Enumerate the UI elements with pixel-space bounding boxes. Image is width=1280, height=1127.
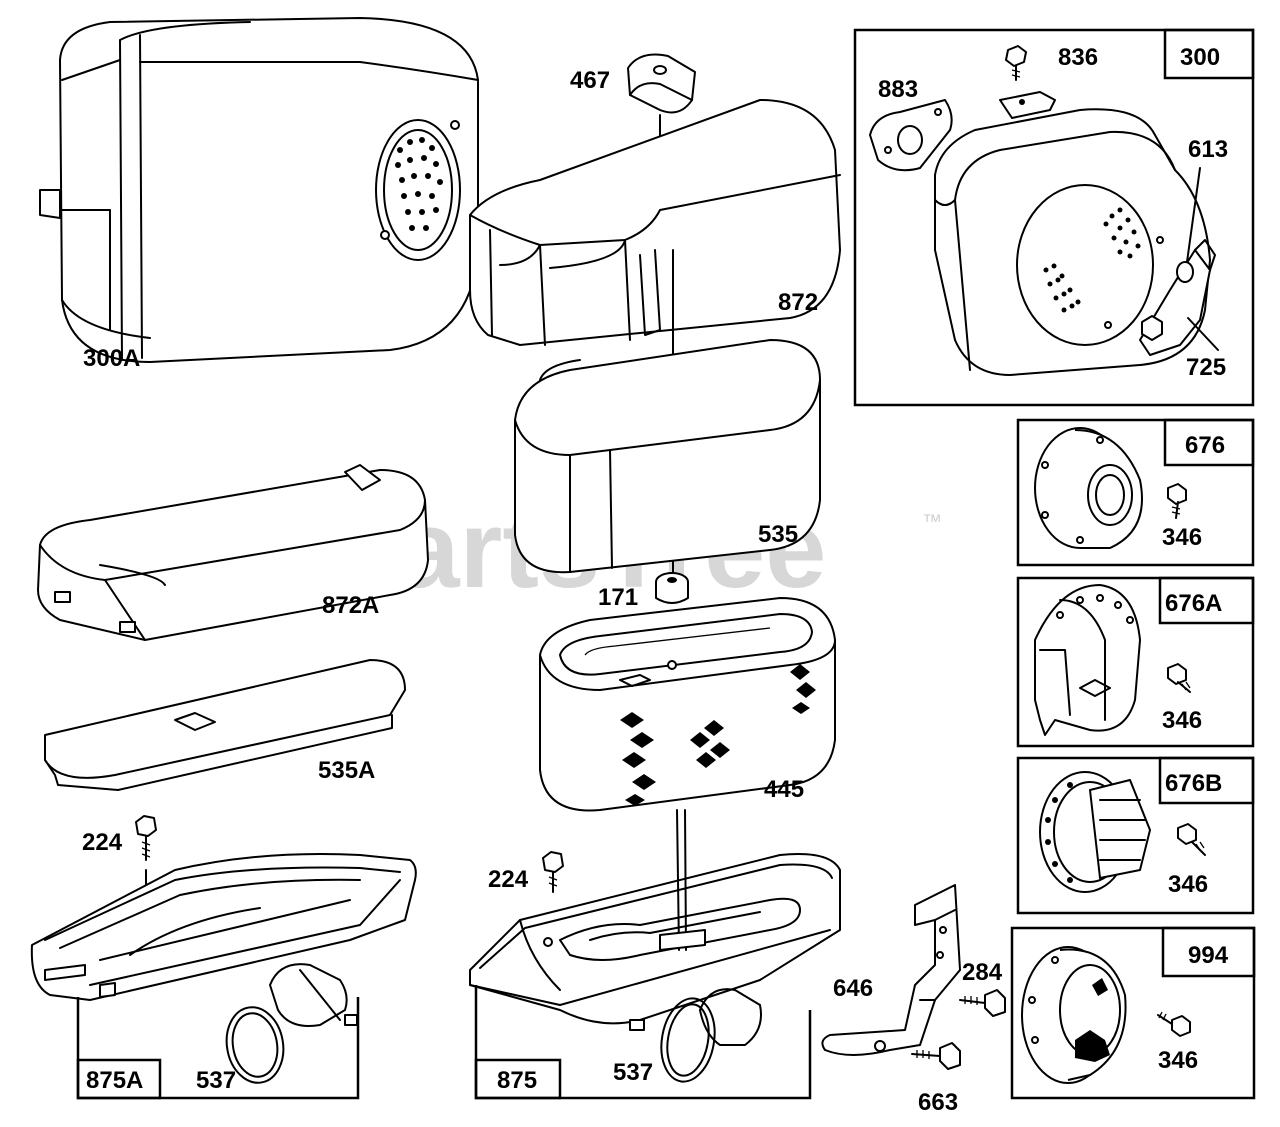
box-994-tag	[1161, 926, 1256, 978]
part-836-screw[interactable]	[1005, 45, 1027, 81]
label-537-left: 537	[196, 1067, 236, 1094]
label-646: 646	[833, 975, 873, 1002]
part-725-deflector[interactable]	[1139, 167, 1219, 356]
part-346-screw-d[interactable]	[1157, 1011, 1191, 1037]
label-836: 836	[1058, 44, 1098, 71]
part-346-screw-a[interactable]	[1167, 483, 1187, 519]
label-875A: 875A	[86, 1067, 143, 1094]
label-346-b: 346	[1162, 707, 1202, 734]
label-284: 284	[962, 959, 1003, 986]
label-663: 663	[918, 1089, 958, 1116]
label-875: 875	[497, 1067, 537, 1094]
label-872A: 872A	[322, 592, 379, 619]
part-171-grommet[interactable]	[655, 572, 689, 604]
watermark-trademark: ™	[922, 511, 942, 533]
label-725: 725	[1186, 354, 1226, 381]
part-346-screw-c[interactable]	[1177, 823, 1206, 856]
label-171: 171	[598, 584, 638, 611]
box-300	[853, 28, 1255, 407]
part-535A-filter[interactable]	[44, 659, 406, 791]
label-883: 883	[878, 76, 918, 103]
part-300-muffler[interactable]	[934, 91, 1211, 376]
label-613: 613	[1188, 136, 1228, 163]
label-872: 872	[778, 289, 818, 316]
part-224-screw-center[interactable]	[542, 851, 564, 893]
part-346-screw-b[interactable]	[1167, 663, 1191, 693]
box-676B	[1016, 756, 1255, 915]
part-646-bracket[interactable]	[821, 884, 961, 1056]
label-535: 535	[758, 521, 798, 548]
box-676-tag	[1163, 418, 1255, 467]
box-300-tag	[1163, 28, 1255, 80]
label-300: 300	[1180, 44, 1220, 71]
box-875	[474, 985, 812, 1100]
part-676A-deflector[interactable]	[1034, 584, 1141, 736]
label-467: 467	[570, 67, 610, 94]
label-537-center: 537	[613, 1059, 653, 1086]
box-676	[1016, 418, 1255, 567]
part-875-base[interactable]	[469, 809, 841, 1046]
label-224-left: 224	[82, 829, 123, 856]
part-445-filter[interactable]	[539, 597, 836, 812]
label-224-center: 224	[488, 866, 529, 893]
part-883-gasket[interactable]	[869, 99, 953, 172]
part-875A-base[interactable]	[30, 853, 417, 1027]
box-994	[1010, 926, 1256, 1100]
part-535-precleaner[interactable]	[514, 339, 821, 574]
part-872-cover[interactable]	[469, 99, 841, 601]
label-676B: 676B	[1165, 770, 1222, 797]
part-537-gasket-center[interactable]	[655, 994, 721, 1086]
label-346-c: 346	[1168, 871, 1208, 898]
part-872A-cover[interactable]	[37, 464, 429, 641]
part-663-screw[interactable]	[911, 1042, 961, 1070]
part-676-deflector[interactable]	[1034, 427, 1143, 549]
part-994-deflector[interactable]	[1021, 946, 1127, 1084]
box-875A-tag	[76, 1058, 162, 1100]
part-300A-muffler[interactable]	[39, 17, 479, 363]
label-994: 994	[1188, 942, 1229, 969]
label-346-d: 346	[1158, 1047, 1198, 1074]
part-676B-deflector[interactable]	[1039, 771, 1151, 893]
label-535A: 535A	[318, 757, 375, 784]
label-346-a: 346	[1162, 524, 1202, 551]
part-284-screw[interactable]	[959, 989, 1006, 1017]
box-875A	[76, 997, 360, 1100]
part-537-gasket-left[interactable]	[221, 1003, 289, 1088]
label-445: 445	[764, 776, 804, 803]
box-676B-tag	[1158, 756, 1255, 805]
label-300A: 300A	[83, 345, 140, 372]
box-676A	[1016, 576, 1255, 748]
box-676A-tag	[1158, 576, 1255, 625]
box-875-tag	[474, 1058, 562, 1100]
label-676A: 676A	[1165, 590, 1222, 617]
label-676: 676	[1185, 432, 1225, 459]
